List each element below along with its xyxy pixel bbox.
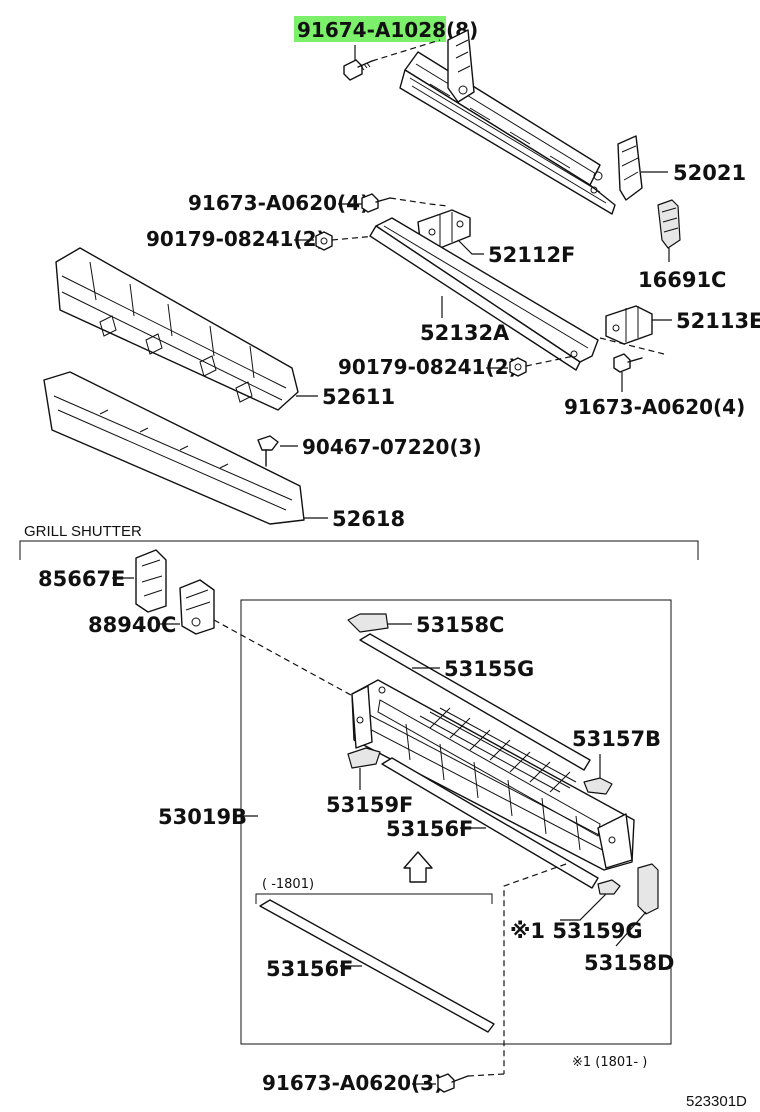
leader-53158D (615, 911, 647, 947)
bracket-52113E (605, 305, 653, 345)
bolt-91673-b-icon (613, 353, 643, 373)
seal-strip-53156F-inset (259, 899, 495, 1033)
dash-88940C (213, 619, 361, 701)
shutter-frame-53019B (351, 679, 635, 871)
label-91673-A0620-b[interactable]: 91673-A0620(4) (564, 395, 745, 419)
bolt-91673-a-icon (361, 193, 391, 213)
nut-90179-a-icon (315, 231, 333, 251)
seal-53158D (637, 863, 659, 915)
label-88940C[interactable]: 88940C (88, 613, 176, 637)
leader-53159G (560, 893, 607, 921)
highlight-91674 (294, 16, 446, 42)
absorber-52132A (369, 217, 599, 371)
dash-91673-c-end (467, 1073, 505, 1077)
label-52611[interactable]: 52611 (322, 385, 395, 409)
seal-53158C (347, 613, 389, 633)
nut-90179-b-icon (509, 357, 527, 377)
label-53159F[interactable]: 53159F (326, 793, 413, 817)
energy-absorber-52611 (55, 247, 299, 411)
inset-range-note: ( -1801) (262, 877, 314, 892)
label-53155G[interactable]: 53155G (444, 657, 534, 681)
label-52112F[interactable]: 52112F (488, 243, 575, 267)
inset-bracket (255, 893, 493, 904)
label-90179-08241-a[interactable]: 90179-08241(2) (146, 227, 326, 251)
label-53156F-inset[interactable]: 53156F (266, 957, 353, 981)
label-53158C[interactable]: 53158C (416, 613, 504, 637)
actuator-bracket-85667E (135, 549, 167, 613)
bolt-91674-icon (343, 59, 373, 81)
arrow-up-icon (403, 851, 433, 883)
label-53159G[interactable]: ※1 53159G (510, 919, 643, 943)
label-53019B[interactable]: 53019B (158, 805, 247, 829)
bolt-91673-c-icon (437, 1073, 469, 1093)
dash-91673-c (503, 863, 567, 1074)
label-52021[interactable]: 52021 (673, 161, 746, 185)
label-91674-A1028[interactable]: 91674-A1028(8) (297, 18, 478, 42)
section-bracket (19, 540, 699, 560)
leader-52112F (457, 239, 484, 255)
bumper-reinforcement-52021 (399, 29, 643, 215)
label-90179-08241-b[interactable]: 90179-08241(2) (338, 355, 518, 379)
pad-53157B (583, 777, 613, 795)
label-16691C[interactable]: 16691C (638, 268, 726, 292)
seal-strip-53156F (381, 757, 599, 889)
label-91673-A0620-a[interactable]: 91673-A0620(4) (188, 191, 369, 215)
label-52132A[interactable]: 52132A (420, 321, 510, 345)
footnote-1: ※1 (1801- ) (572, 1055, 647, 1070)
label-53156F[interactable]: 53156F (386, 817, 473, 841)
label-90467-07220[interactable]: 90467-07220(3) (302, 435, 482, 459)
label-52113E[interactable]: 52113E (676, 309, 760, 333)
label-53157B[interactable]: 53157B (572, 727, 661, 751)
actuator-88940C (179, 579, 215, 635)
pad-16691C (657, 199, 681, 249)
label-53158D[interactable]: 53158D (584, 951, 675, 975)
grill-shutter-frame-box (240, 599, 672, 1045)
label-52618[interactable]: 52618 (332, 507, 405, 531)
pad-53159F (347, 747, 381, 769)
label-85667E[interactable]: 85667E (38, 567, 125, 591)
diagram-code: 523301D (686, 1093, 747, 1110)
dash-91673-a (389, 197, 449, 207)
section-title-grill-shutter: GRILL SHUTTER (24, 523, 142, 540)
under-cover-52618 (43, 371, 305, 525)
clip-90467-icon (257, 435, 279, 467)
dash-90179-a (331, 235, 377, 241)
pad-53159G (597, 879, 621, 895)
dash-91674 (371, 39, 441, 62)
label-91673-A0620-c[interactable]: 91673-A0620(3) (262, 1071, 443, 1095)
dash-90179-b (525, 355, 575, 367)
dash-52113E (599, 337, 665, 355)
